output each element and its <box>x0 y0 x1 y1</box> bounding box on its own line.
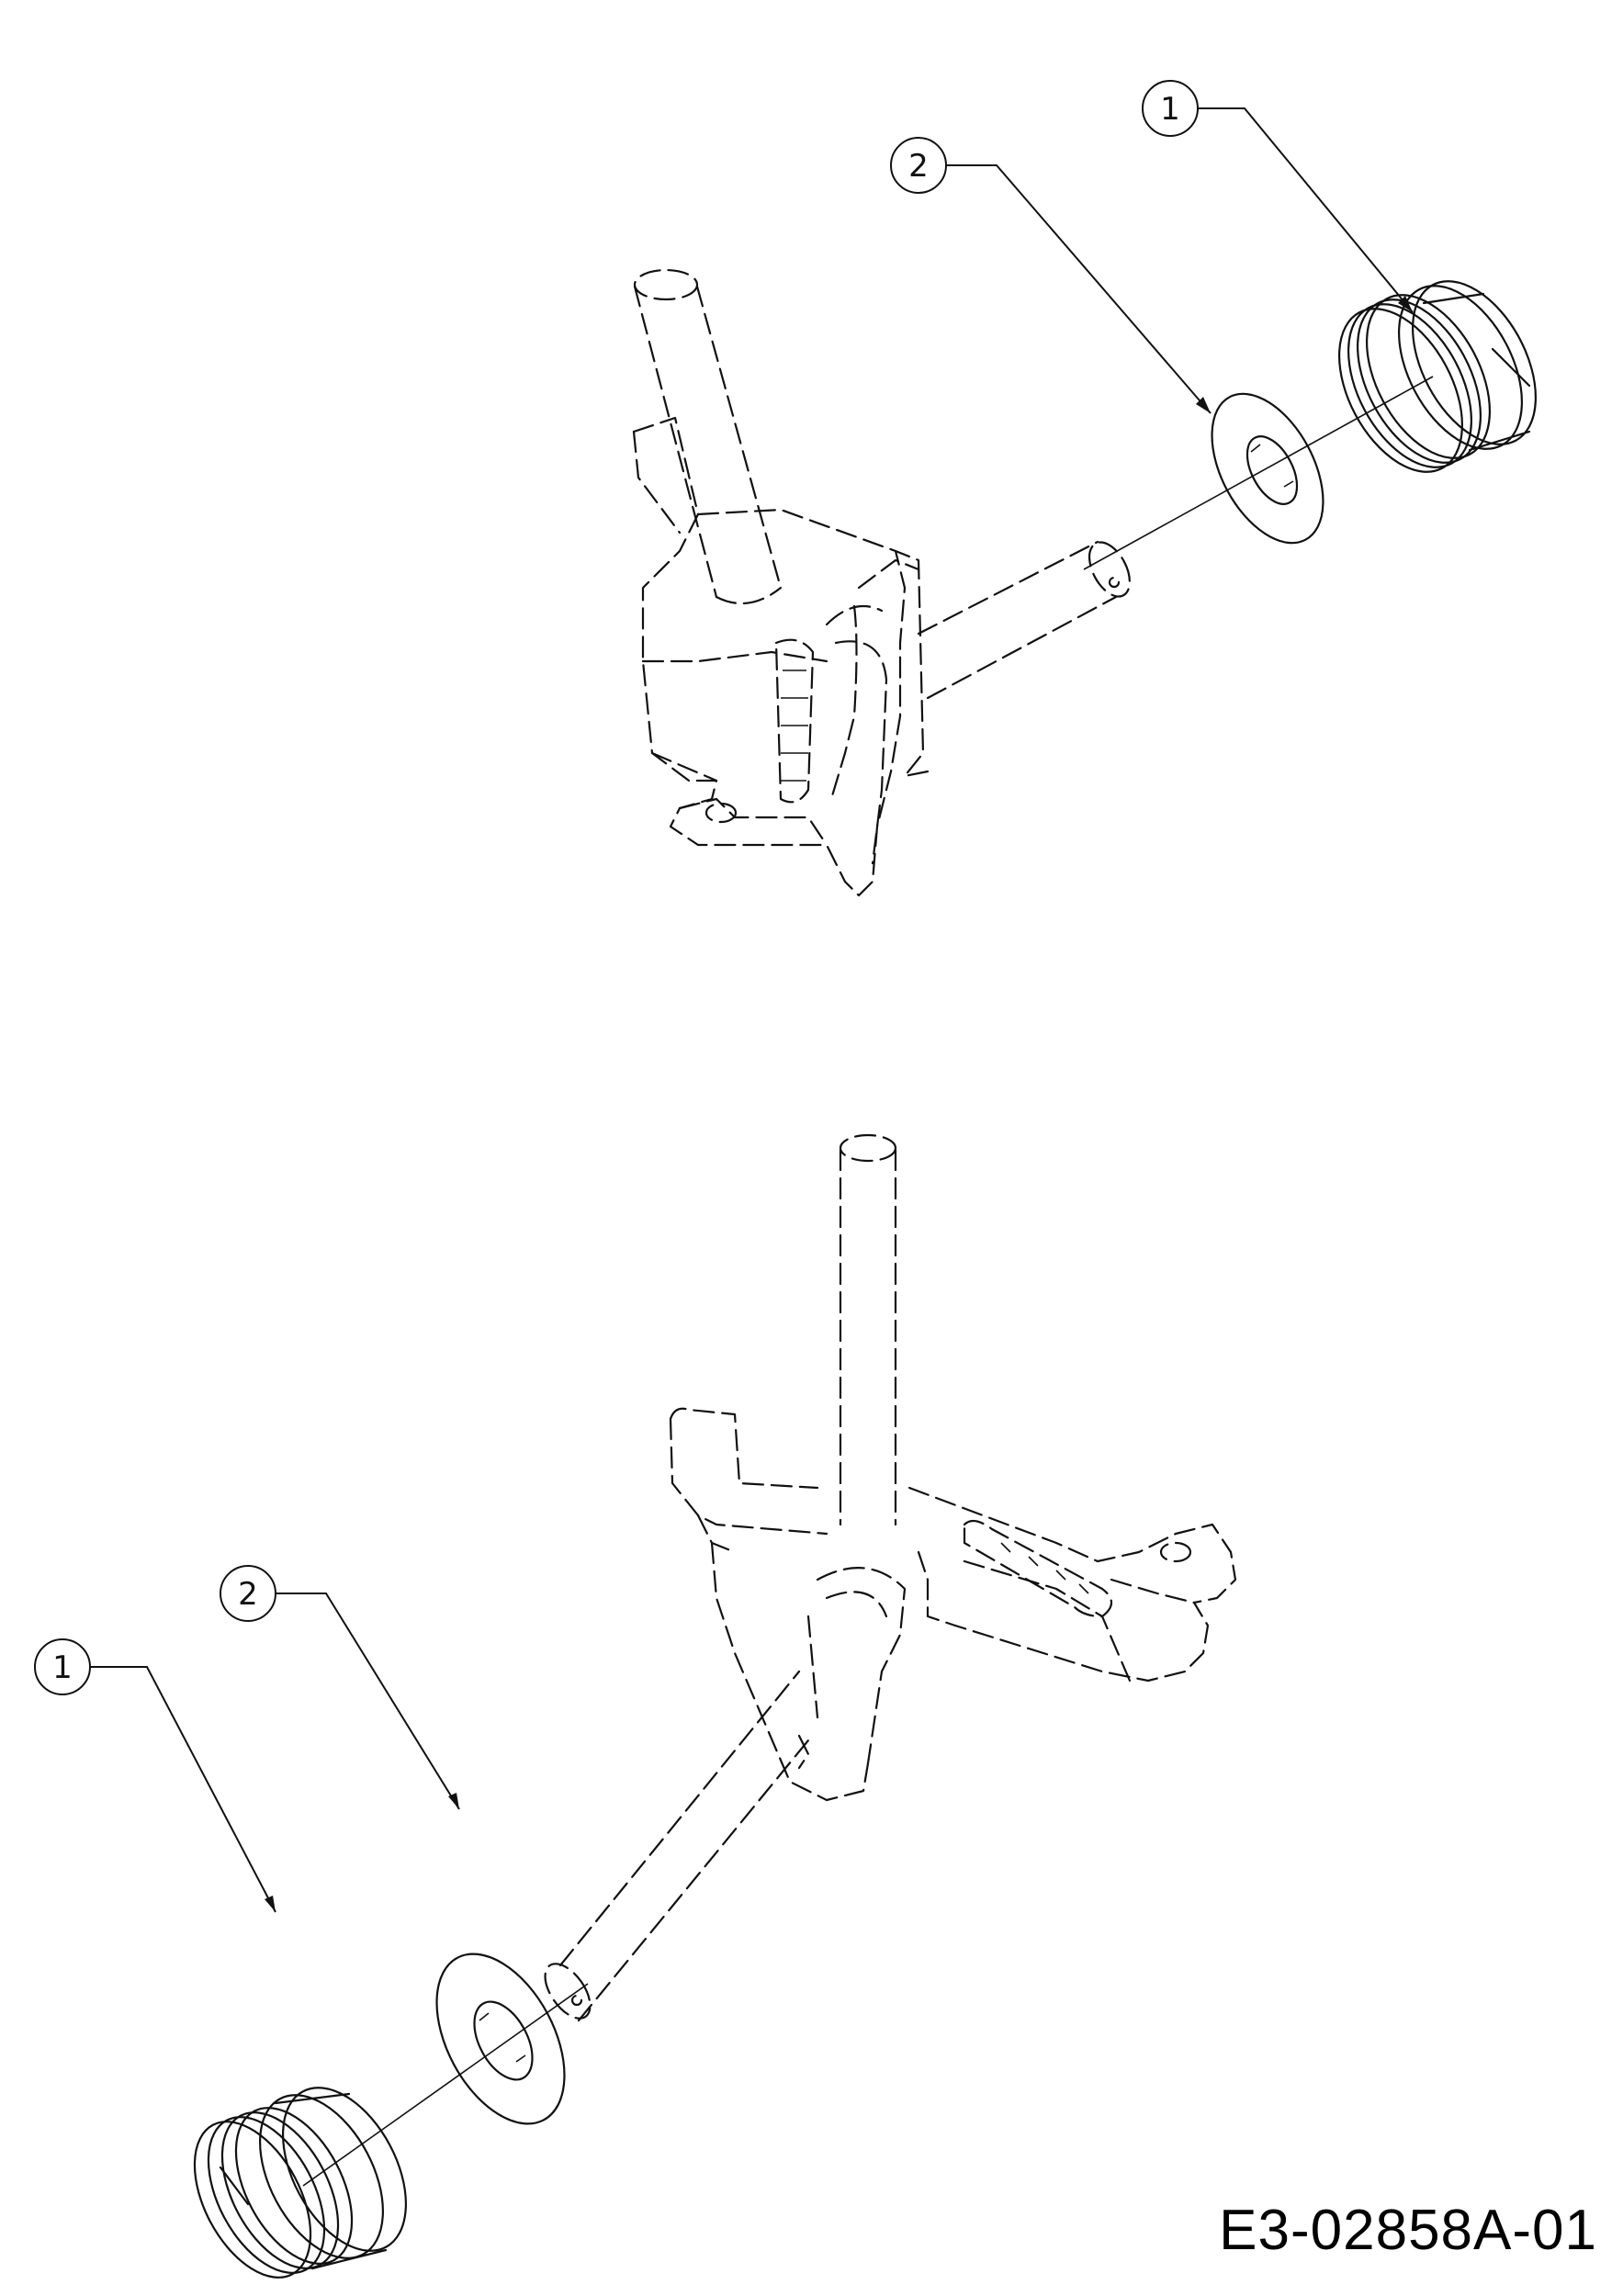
bottom-callout-2-label: 2 <box>238 1576 258 1613</box>
bottom-callout-2: 2 <box>220 1565 460 1810</box>
top-centerline <box>1083 376 1434 570</box>
drawing-number: E3-02858A-01 <box>1219 2199 1597 2262</box>
bottom-centerline <box>302 1983 589 2187</box>
top-callout-2: 2 <box>890 137 1212 414</box>
bottom-bracket <box>669 1407 1237 1802</box>
bottom-assembly: 1 2 <box>34 1133 1237 2279</box>
bottom-spindle <box>544 1670 810 2022</box>
top-assembly: 1 2 <box>632 80 1538 897</box>
top-bracket <box>632 416 930 897</box>
bottom-bushing <box>193 2087 408 2279</box>
top-spindle <box>917 540 1131 700</box>
bottom-washer <box>435 1953 566 2125</box>
top-callout-1: 1 <box>1142 80 1414 313</box>
bottom-callout-1-label: 1 <box>52 1649 73 1686</box>
top-callout-1-label: 1 <box>1160 91 1180 128</box>
bottom-callout-1: 1 <box>34 1638 276 1913</box>
top-callout-2-label: 2 <box>908 148 929 185</box>
top-washer <box>1211 392 1324 545</box>
top-king-pin <box>633 268 783 605</box>
top-bushing <box>1337 280 1538 473</box>
bottom-king-pin <box>839 1133 897 1526</box>
